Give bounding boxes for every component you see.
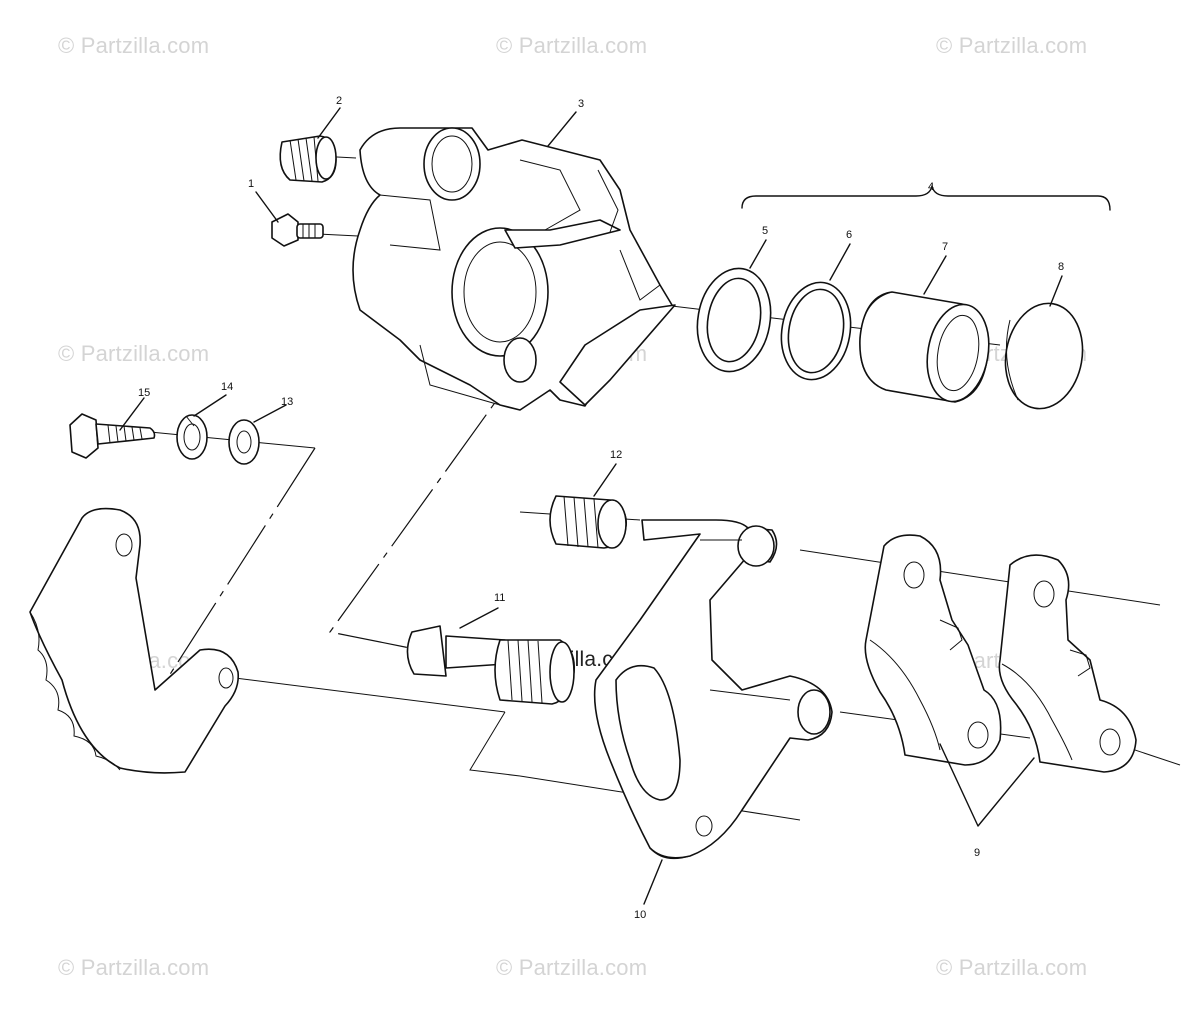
watermark: © Partzilla.com	[936, 955, 1088, 980]
part-3-caliper	[352, 127, 676, 411]
part-1-bleeder	[271, 213, 324, 247]
callout-15: 15	[138, 387, 150, 399]
callout-2: 2	[336, 95, 342, 107]
part-11-pin	[406, 625, 576, 705]
callout-10: 10	[634, 909, 646, 921]
callouts: 1 2 3 4 5 6 7 8 9 10 11 12 13 14 15	[138, 95, 1064, 921]
part-6-dust-seal	[780, 281, 852, 381]
part-9-pad-outer	[998, 554, 1137, 773]
part-5-seal	[696, 267, 772, 373]
callout-8: 8	[1058, 261, 1064, 273]
part-9-pad-inner	[864, 534, 1002, 766]
callout-3: 3	[578, 98, 584, 110]
callout-5: 5	[762, 225, 768, 237]
watermark: © Partzilla.com	[496, 955, 648, 980]
callout-4: 4	[928, 181, 934, 193]
watermark: © Partzilla.com	[936, 33, 1088, 58]
watermark: © Partzilla.com	[58, 955, 210, 980]
callout-1: 1	[248, 178, 254, 190]
callout-9: 9	[974, 847, 980, 859]
callout-7: 7	[942, 241, 948, 253]
part-8-cap	[1004, 302, 1084, 410]
callout-11: 11	[494, 592, 505, 604]
watermark: © Partzilla.com	[58, 33, 210, 58]
callout-6: 6	[846, 229, 852, 241]
part-13-washer	[228, 419, 260, 465]
part-15-bolt	[69, 413, 156, 459]
watermark: © Partzilla.com	[496, 33, 648, 58]
callout-14: 14	[221, 381, 233, 393]
leader-lines	[119, 107, 1111, 905]
callout-13: 13	[281, 396, 293, 408]
watermark: © Partzilla.com	[58, 341, 210, 366]
part-12-boot	[549, 495, 627, 549]
part-14-lock-washer	[176, 414, 208, 460]
part-7-piston	[859, 291, 990, 403]
callout-12: 12	[610, 449, 622, 461]
part-2-plug	[279, 135, 337, 183]
mounting-bracket	[29, 507, 240, 774]
part-10-bracket	[593, 519, 833, 860]
